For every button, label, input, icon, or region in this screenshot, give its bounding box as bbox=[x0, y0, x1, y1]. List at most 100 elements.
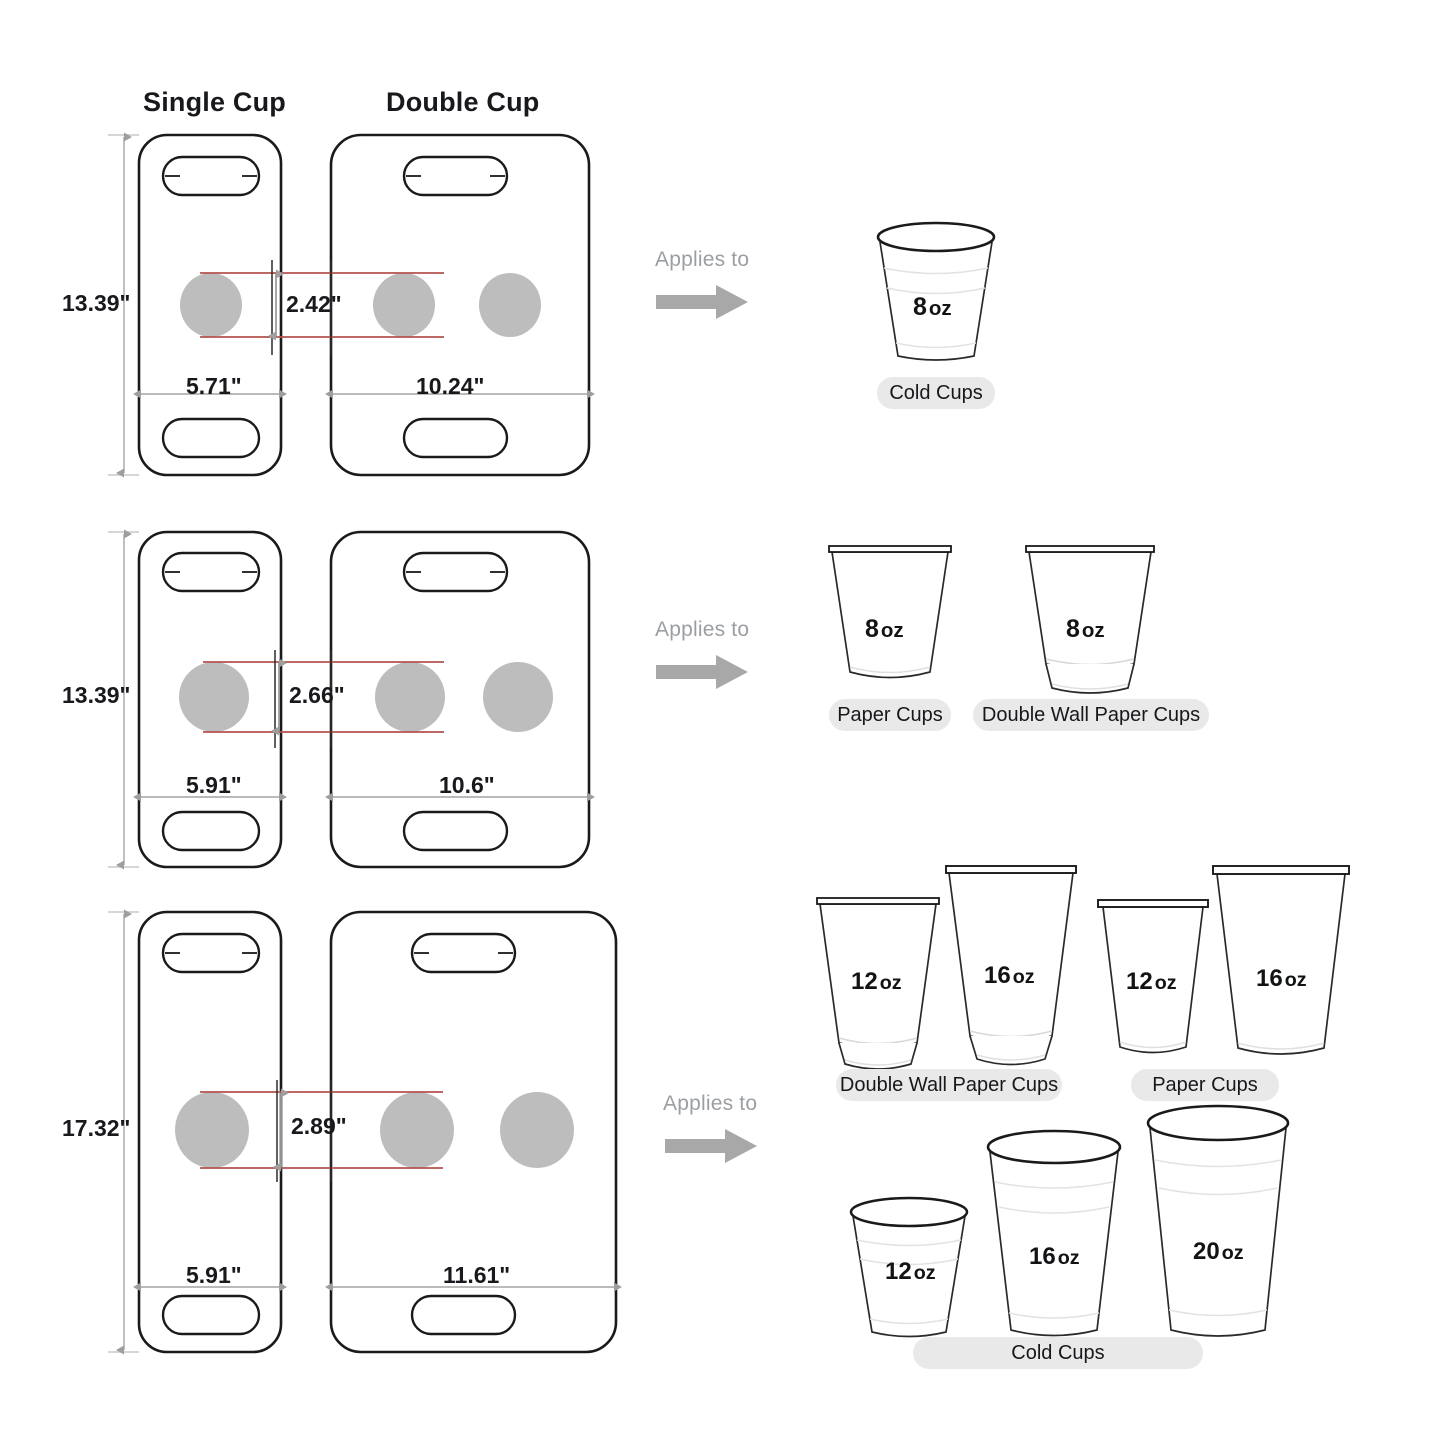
applies-to-label-row-2: Applies to bbox=[655, 618, 750, 641]
cup-paper-12oz-row3 bbox=[1097, 899, 1209, 1054]
cup-rim bbox=[945, 865, 1077, 874]
cup-rib bbox=[998, 1206, 1110, 1214]
cup-doublewall-8oz-row2 bbox=[1025, 545, 1155, 694]
cup-group-label-double-wall-paper-cups-row3: Double Wall Paper Cups bbox=[836, 1069, 1062, 1101]
applies-arrow-row-3 bbox=[665, 1129, 757, 1163]
cup-hole bbox=[380, 1092, 454, 1168]
cup-size-number: 12 bbox=[885, 1258, 912, 1285]
cup-cold-20oz-row3 bbox=[1146, 1104, 1290, 1337]
cup-rib bbox=[994, 1181, 1114, 1189]
cup-hole bbox=[483, 662, 553, 732]
cup-rib bbox=[859, 1258, 959, 1266]
cup-base-ellipse bbox=[976, 1054, 1046, 1061]
single-carrier-bottom-handle-slot bbox=[161, 417, 261, 459]
double-carrier-top-handle-slot bbox=[402, 155, 509, 197]
cup-size-unit: oz bbox=[880, 619, 904, 642]
cup-hole bbox=[175, 1092, 249, 1168]
single-carrier-bottom-handle-slot bbox=[161, 810, 261, 852]
cup-body bbox=[1149, 1127, 1287, 1337]
cup-doublewall-16oz-row3 bbox=[945, 865, 1077, 1066]
double-carrier-bottom-handle-slot bbox=[402, 417, 509, 459]
cup-size-number: 12 bbox=[1126, 968, 1153, 995]
cup-group-label-paper-cups-row2: Paper Cups bbox=[829, 699, 951, 731]
cup-body bbox=[1216, 873, 1346, 1055]
cup-base-rib bbox=[1168, 1309, 1268, 1317]
row-2-single-width-label: 5.91" bbox=[186, 772, 242, 798]
cup-size-unit: oz bbox=[879, 972, 902, 994]
cup-rim bbox=[816, 897, 940, 905]
cup-paper-8oz-row2 bbox=[828, 545, 952, 679]
row-1-hole-diameter-label: 2.42" bbox=[286, 291, 342, 317]
cup-rim bbox=[1097, 899, 1209, 908]
single-carrier-bottom-handle-slot bbox=[161, 1294, 261, 1336]
single-carrier-top-handle-slot bbox=[161, 932, 261, 974]
cup-rib bbox=[886, 287, 986, 295]
cup-rim bbox=[1025, 545, 1155, 553]
cup-base-rib bbox=[895, 342, 977, 349]
row-3-hole-diameter-label: 2.89" bbox=[291, 1113, 347, 1139]
cup-base-section bbox=[838, 1042, 918, 1070]
double-carrier-bottom-handle-slot bbox=[402, 810, 509, 852]
cup-body bbox=[831, 551, 949, 679]
double-carrier-top-handle-slot bbox=[410, 932, 517, 974]
cup-base-rib bbox=[869, 1318, 949, 1325]
cup-group-label-paper-cups-row3: Paper Cups bbox=[1131, 1069, 1279, 1101]
cup-body bbox=[1028, 551, 1152, 670]
cup-cold-8oz-row1 bbox=[876, 221, 996, 361]
cup-size-number: 16 bbox=[984, 962, 1011, 989]
row-2-height-label: 13.39" bbox=[62, 682, 131, 708]
cup-size-unit: oz bbox=[1057, 1247, 1080, 1269]
applies-to-label-row-3: Applies to bbox=[663, 1092, 758, 1115]
row-1-double-width-label: 10.24" bbox=[416, 373, 485, 399]
row-2-hole-diameter-label: 2.66" bbox=[289, 682, 345, 708]
cup-rim bbox=[986, 1129, 1122, 1165]
cup-rim bbox=[1146, 1104, 1290, 1142]
row-3-carrier-group bbox=[108, 909, 622, 1355]
cup-size-number: 8 bbox=[913, 293, 927, 321]
cup-size-number: 16 bbox=[1256, 965, 1283, 992]
applies-arrow-row-1 bbox=[656, 285, 748, 319]
row-3-height-label: 17.32" bbox=[62, 1115, 131, 1141]
cup-size-unit: oz bbox=[1081, 619, 1105, 642]
cup-base-section bbox=[1045, 663, 1135, 694]
single-carrier-top-handle-slot bbox=[161, 551, 261, 593]
row-3-single-width-label: 5.91" bbox=[186, 1262, 242, 1288]
cup-base-ellipse bbox=[1237, 1042, 1325, 1050]
cup-size-unit: oz bbox=[928, 297, 952, 320]
cup-size-number: 12 bbox=[851, 968, 878, 995]
row-3-double-width-label: 11.61" bbox=[443, 1262, 511, 1288]
double-carrier-top-handle-slot bbox=[402, 551, 509, 593]
cup-group-label-cold-cups-row3: Cold Cups bbox=[913, 1337, 1203, 1369]
cup-size-number: 8 bbox=[865, 615, 879, 643]
cup-group-label-cold-cups-row1: Cold Cups bbox=[877, 377, 995, 409]
cup-rib bbox=[1154, 1159, 1282, 1168]
cup-size-unit: oz bbox=[1154, 972, 1177, 994]
cup-hole bbox=[500, 1092, 574, 1168]
cup-base-ellipse bbox=[1119, 1041, 1187, 1049]
row-1-height-label: 13.39" bbox=[62, 290, 131, 316]
cup-rim bbox=[876, 221, 996, 253]
cup-body bbox=[989, 1151, 1119, 1337]
column-header-double-cup: Double Cup bbox=[386, 87, 540, 117]
double-carrier-bottom-handle-slot bbox=[410, 1294, 517, 1336]
cup-base-ellipse bbox=[1051, 683, 1129, 690]
cup-size-unit: oz bbox=[1221, 1242, 1244, 1264]
cup-base-ellipse bbox=[844, 1059, 912, 1066]
cup-size-unit: oz bbox=[1012, 966, 1035, 988]
applies-arrow-row-2 bbox=[656, 655, 748, 689]
cup-cold-12oz-row3 bbox=[849, 1196, 969, 1338]
cup-base-rib bbox=[1008, 1312, 1100, 1319]
cup-base-ellipse bbox=[849, 666, 931, 674]
applies-to-arrows bbox=[656, 285, 757, 1163]
cup-base-section bbox=[969, 1035, 1053, 1066]
